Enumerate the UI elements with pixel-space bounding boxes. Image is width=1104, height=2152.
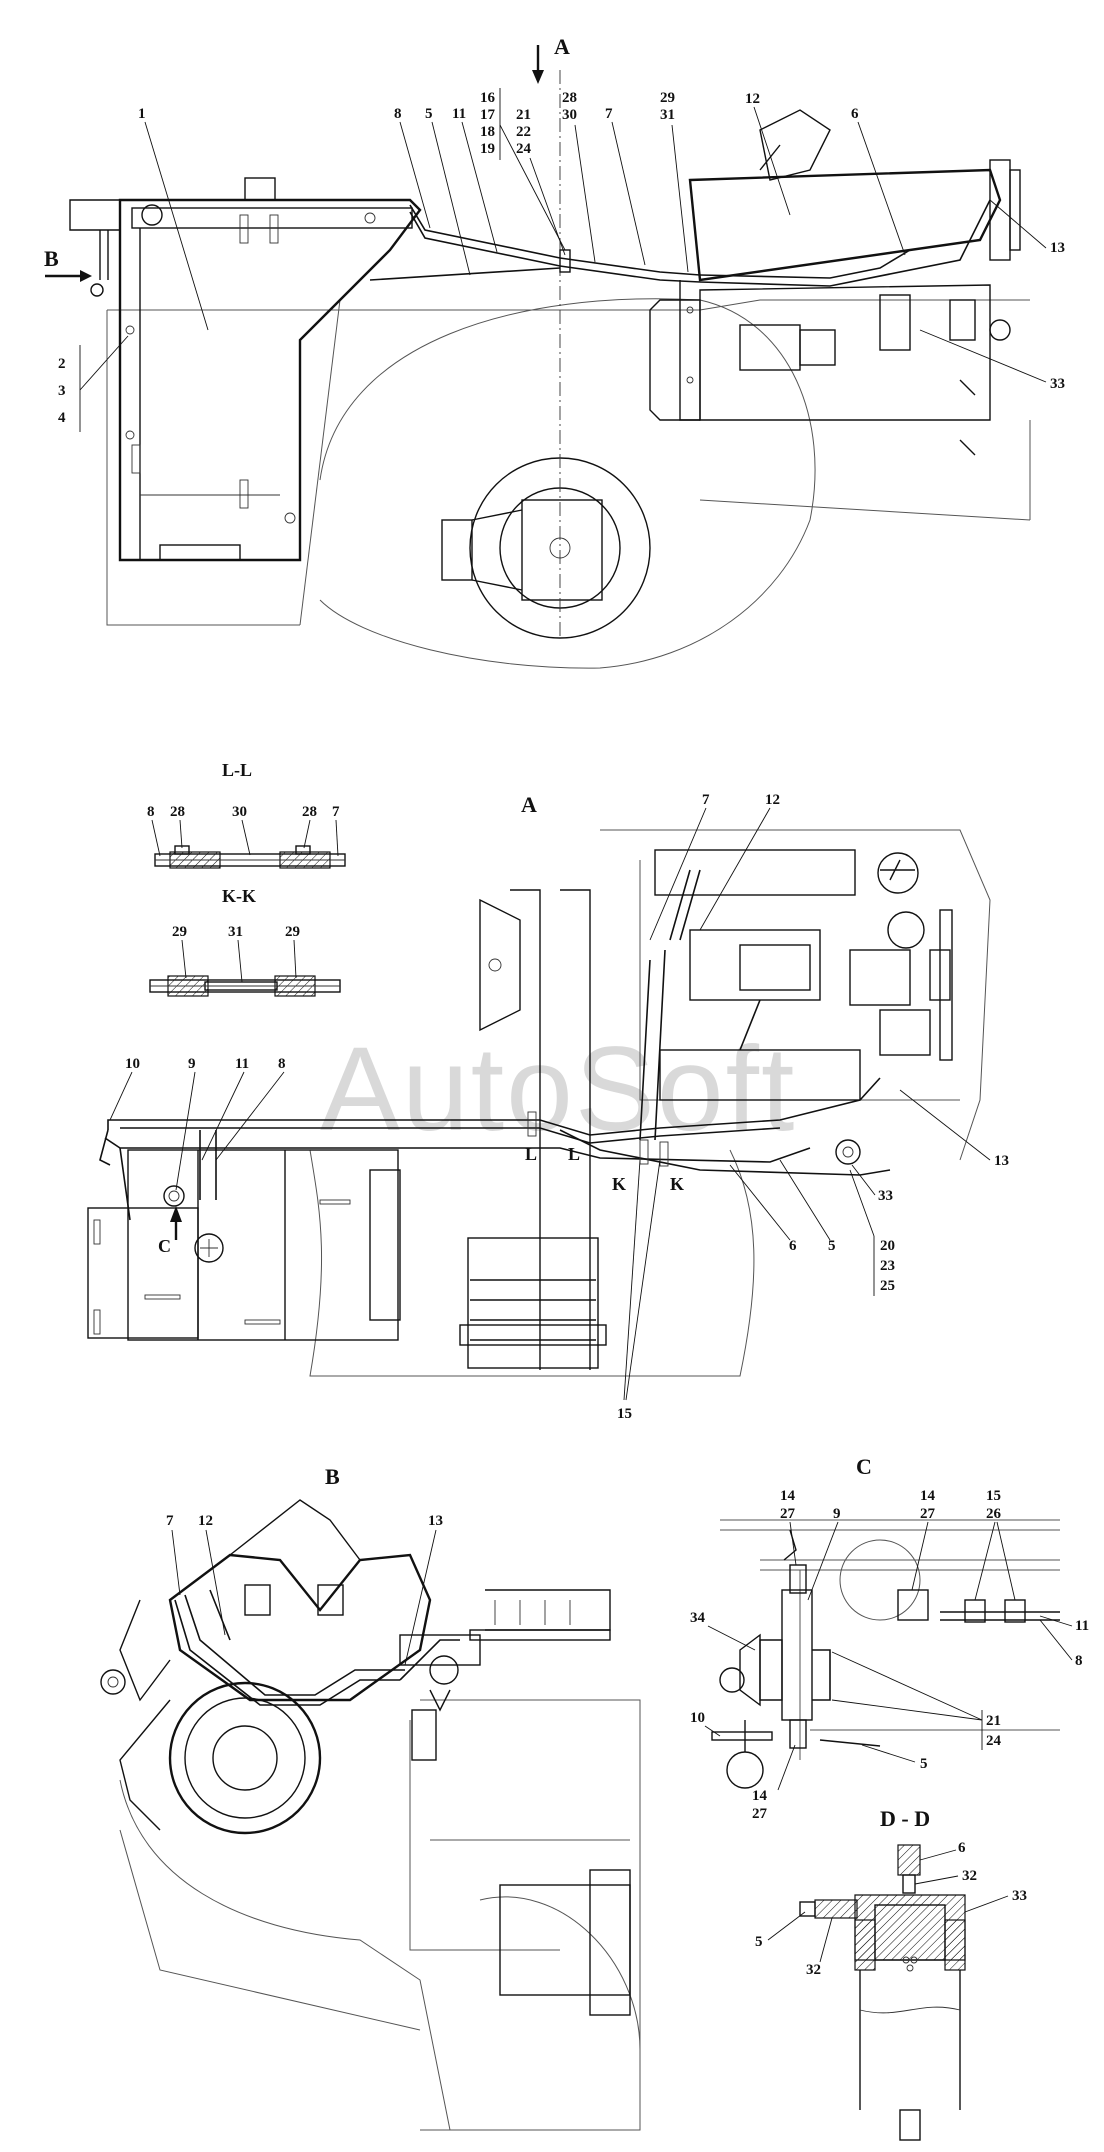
callout-22: 22	[516, 124, 531, 140]
callout-19: 19	[480, 141, 495, 157]
view-a-labels: A 7 12 10 9 11 8 13 33 6 5 20 23 25 15 L…	[109, 792, 1009, 1422]
view-b-title: B	[325, 1464, 340, 1489]
top-view	[45, 45, 1031, 669]
callout-kk-29b: 29	[285, 924, 300, 940]
callout-kk-31: 31	[228, 924, 243, 940]
callout-1: 1	[138, 106, 146, 122]
view-arrow-b-label: B	[44, 246, 59, 271]
section-d-d: D - D 6 32 33 5 32	[755, 1806, 1027, 2141]
callout-c-9: 9	[833, 1506, 841, 1522]
view-a-title: A	[521, 792, 537, 817]
callout-a-33: 33	[878, 1188, 893, 1204]
callout-c-21: 21	[986, 1713, 1001, 1729]
callout-24: 24	[516, 141, 532, 157]
callout-c-14c: 14	[752, 1788, 768, 1804]
callout-12: 12	[745, 91, 760, 107]
callout-ll-28b: 28	[302, 804, 317, 820]
view-b: B 7 12 1	[100, 1464, 641, 2131]
callout-7: 7	[605, 106, 613, 122]
callout-31: 31	[660, 107, 675, 123]
callout-c-14b: 14	[920, 1488, 936, 1504]
section-k-k: K-K 29 31 29	[149, 886, 341, 997]
callout-21: 21	[516, 107, 531, 123]
callout-5: 5	[425, 106, 433, 122]
callout-a-10: 10	[125, 1056, 140, 1072]
callout-c-26: 26	[986, 1506, 1002, 1522]
callout-17: 17	[480, 107, 496, 123]
callout-16: 16	[480, 90, 496, 106]
section-marker-k-right: K	[670, 1174, 684, 1194]
section-k-k-title: K-K	[222, 886, 256, 906]
callout-a-7: 7	[702, 792, 710, 808]
callout-18: 18	[480, 124, 495, 140]
callout-ll-28a: 28	[170, 804, 185, 820]
callout-c-5: 5	[920, 1756, 928, 1772]
callout-a-13: 13	[994, 1153, 1009, 1169]
callout-33: 33	[1050, 376, 1065, 392]
callout-29: 29	[660, 90, 675, 106]
callout-c-34: 34	[690, 1610, 706, 1626]
section-l-l: L-L 8 28 30 28 7	[147, 760, 346, 869]
view-c-marker: C	[158, 1236, 171, 1256]
callout-6: 6	[851, 106, 859, 122]
callout-c-24: 24	[986, 1733, 1002, 1749]
callout-a-9: 9	[188, 1056, 196, 1072]
callout-a-6: 6	[789, 1238, 797, 1254]
callout-c-27b: 27	[920, 1506, 936, 1522]
callout-b-7: 7	[166, 1513, 174, 1529]
section-l-l-title: L-L	[222, 760, 252, 780]
callout-c-27a: 27	[780, 1506, 796, 1522]
callout-a-15: 15	[617, 1406, 632, 1422]
callout-dd-33: 33	[1012, 1888, 1027, 1904]
view-a	[87, 829, 991, 1377]
callout-8: 8	[394, 106, 402, 122]
callout-dd-32b: 32	[806, 1962, 821, 1978]
section-marker-k-left: K	[612, 1174, 626, 1194]
callout-a-20: 20	[880, 1238, 895, 1254]
callout-dd-5: 5	[755, 1934, 763, 1950]
top-view-labels: A B 1 2 3 4 5 6 7 8 11 12 13 16 17 18 19…	[44, 34, 1065, 432]
section-marker-l-right: L	[568, 1144, 580, 1164]
callout-ll-8: 8	[147, 804, 155, 820]
callout-3: 3	[58, 383, 66, 399]
callout-dd-32a: 32	[962, 1868, 977, 1884]
callout-c-14a: 14	[780, 1488, 796, 1504]
view-c-title: C	[856, 1454, 872, 1479]
callout-a-25: 25	[880, 1278, 895, 1294]
callout-c-27c: 27	[752, 1806, 768, 1822]
callout-11: 11	[452, 106, 466, 122]
callout-a-8: 8	[278, 1056, 286, 1072]
callout-c-8: 8	[1075, 1653, 1083, 1669]
callout-a-11: 11	[235, 1056, 249, 1072]
callout-13: 13	[1050, 240, 1065, 256]
callout-c-10: 10	[690, 1710, 705, 1726]
callout-c-15: 15	[986, 1488, 1001, 1504]
section-marker-l-left: L	[525, 1144, 537, 1164]
callout-2: 2	[58, 356, 66, 372]
view-arrow-a-label: A	[554, 34, 570, 59]
callout-ll-30: 30	[232, 804, 247, 820]
callout-b-12: 12	[198, 1513, 213, 1529]
callout-28: 28	[562, 90, 577, 106]
callout-ll-7: 7	[332, 804, 340, 820]
callout-a-5: 5	[828, 1238, 836, 1254]
callout-a-23: 23	[880, 1258, 895, 1274]
callout-kk-29a: 29	[172, 924, 187, 940]
callout-4: 4	[58, 410, 66, 426]
callout-dd-6: 6	[958, 1840, 966, 1856]
callout-b-13: 13	[428, 1513, 443, 1529]
section-d-d-title: D - D	[880, 1806, 930, 1831]
callout-a-12: 12	[765, 792, 780, 808]
callout-c-11: 11	[1075, 1618, 1089, 1634]
view-c: C 14 27 9 14 27 15 26 11	[690, 1454, 1089, 1822]
callout-30: 30	[562, 107, 577, 123]
